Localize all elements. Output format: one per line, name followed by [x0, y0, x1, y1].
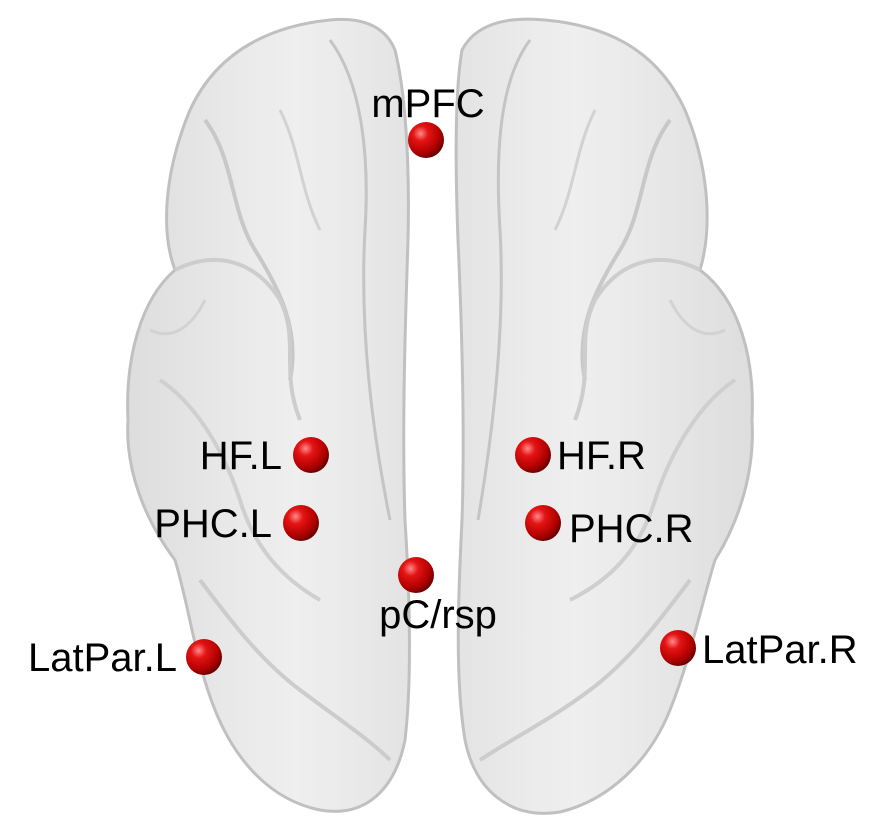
label-LatPar-R: LatPar.R [702, 628, 858, 672]
node-mPFC: mPFC [371, 82, 485, 158]
node-marker-LatPar-L [186, 639, 222, 675]
label-PHC-R: PHC.R [569, 507, 693, 551]
right-hemisphere [454, 17, 754, 815]
node-marker-mPFC [408, 122, 444, 158]
label-HF-R: HF.R [557, 434, 646, 478]
node-HF-L: HF.L [200, 434, 329, 478]
node-marker-pC-rsp [398, 557, 434, 593]
left-hemisphere [126, 17, 412, 813]
node-marker-LatPar-R [660, 630, 696, 666]
node-LatPar-L: LatPar.L [28, 636, 222, 680]
node-pC-rsp: pC/rsp [379, 557, 497, 637]
node-LatPar-R: LatPar.R [660, 628, 858, 672]
label-PHC-L: PHC.L [154, 502, 272, 546]
node-marker-PHC-L [283, 505, 319, 541]
label-mPFC: mPFC [371, 82, 484, 126]
node-marker-HF-R [515, 437, 551, 473]
node-HF-R: HF.R [515, 434, 646, 478]
label-pC-rsp: pC/rsp [379, 593, 497, 637]
node-PHC-L: PHC.L [154, 502, 319, 546]
label-LatPar-L: LatPar.L [28, 636, 177, 680]
label-HF-L: HF.L [200, 434, 282, 478]
node-marker-PHC-R [525, 505, 561, 541]
node-PHC-R: PHC.R [525, 505, 693, 551]
node-marker-HF-L [293, 437, 329, 473]
